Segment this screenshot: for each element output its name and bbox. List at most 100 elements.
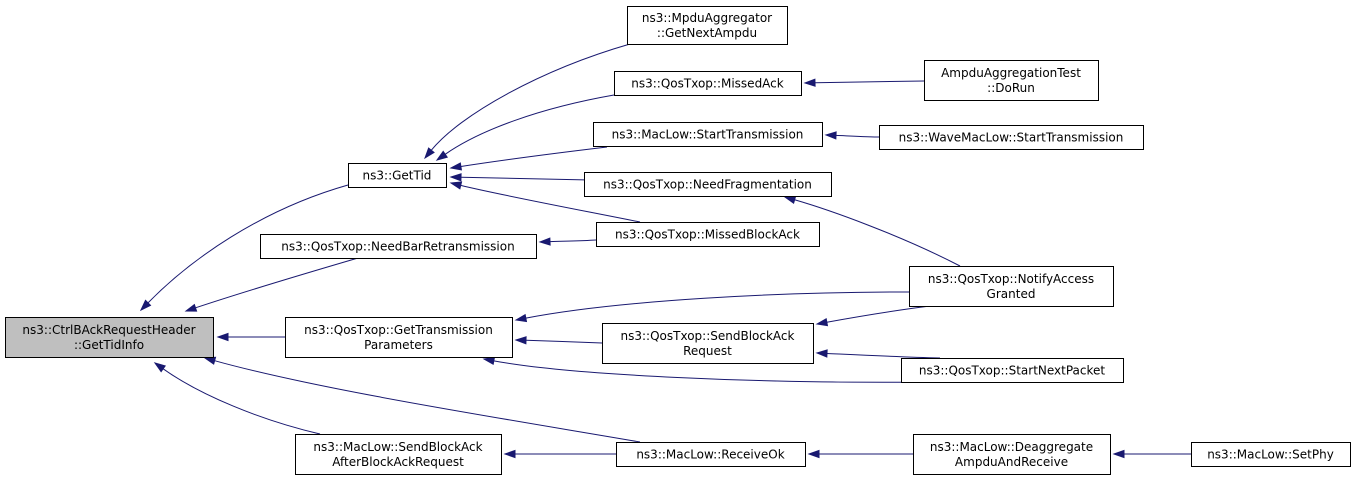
- node-label: ns3::QosTxop::NeedBarRetransmission: [281, 240, 514, 254]
- node-box: [348, 163, 447, 188]
- node-ampdutest[interactable]: AmpduAggregationTest::DoRun: [924, 60, 1099, 101]
- arrowhead-icon: [514, 336, 527, 345]
- node-missedblockack[interactable]: ns3::QosTxop::MissedBlockAck: [596, 222, 820, 247]
- node-box: [924, 60, 1099, 101]
- edge-line: [460, 146, 608, 167]
- edge-line: [493, 360, 936, 383]
- node-setphy[interactable]: ns3::MacLow::SetPhy: [1191, 442, 1351, 467]
- node-box: [909, 266, 1114, 307]
- node-root[interactable]: ns3::CtrlBAckRequestHeader::GetTidInfo: [5, 317, 214, 358]
- node-label: ns3::WaveMacLow::StartTransmission: [899, 131, 1124, 145]
- node-label: ::GetNextAmpdu: [657, 26, 757, 40]
- node-box: [879, 125, 1144, 150]
- edge-deaggregate-to-receiveok: [807, 449, 914, 459]
- arrowhead-icon: [435, 150, 449, 161]
- node-label: ns3::MacLow::Deaggregate: [930, 440, 1093, 454]
- arrowhead-icon: [803, 78, 816, 87]
- edge-notifyaccess-to-needfrag: [783, 195, 961, 267]
- edge-missedblockack-to-gettid: [449, 181, 641, 223]
- node-label: ::GetTidInfo: [74, 338, 144, 352]
- node-label: Parameters: [364, 338, 433, 352]
- edge-receiveok-to-root: [203, 356, 641, 443]
- arrowhead-icon: [815, 349, 828, 358]
- node-box: [5, 317, 214, 358]
- node-wavestarttx[interactable]: ns3::WaveMacLow::StartTransmission: [879, 125, 1144, 150]
- node-startnext[interactable]: ns3::QosTxop::StartNextPacket: [901, 358, 1124, 383]
- edge-setphy-to-deaggregate: [1112, 449, 1192, 459]
- node-label: AfterBlockAckRequest: [332, 455, 464, 469]
- edge-gettid-to-root: [139, 184, 349, 312]
- arrowhead-icon: [203, 356, 217, 365]
- edge-ampdutest-to-missedack: [803, 78, 925, 87]
- node-missedack[interactable]: ns3::QosTxop::MissedAck: [614, 71, 802, 96]
- node-box: [602, 323, 814, 364]
- arrowhead-icon: [538, 237, 551, 246]
- edge-sendbareq-to-gettxparams: [514, 336, 603, 345]
- node-label: ns3::QosTxop::NeedFragmentation: [603, 178, 812, 192]
- node-label: ns3::MacLow::StartTransmission: [612, 128, 804, 142]
- node-label: AmpduAndReceive: [955, 455, 1068, 469]
- node-receiveok[interactable]: ns3::MacLow::ReceiveOk: [616, 442, 806, 467]
- node-box: [627, 6, 788, 45]
- node-box: [285, 317, 513, 358]
- edge-line: [430, 43, 631, 151]
- edge-line: [525, 339, 603, 344]
- node-label: AmpduAggregationTest: [941, 66, 1081, 80]
- arrowhead-icon: [449, 181, 463, 190]
- edge-line: [444, 94, 615, 155]
- edge-notifyaccess-to-sendbareq: [815, 305, 931, 327]
- node-label: ns3::QosTxop::GetTransmission: [304, 323, 493, 337]
- arrowhead-icon: [514, 313, 528, 323]
- edge-line: [214, 360, 641, 443]
- node-gettid[interactable]: ns3::GetTid: [348, 163, 447, 188]
- node-label: ns3::QosTxop::NotifyAccess: [928, 272, 1094, 286]
- node-label: ns3::GetTid: [363, 169, 432, 183]
- edge-line: [794, 199, 961, 267]
- node-box: [295, 434, 502, 475]
- edge-line: [460, 176, 591, 181]
- edge-missedack-to-gettid: [435, 94, 615, 161]
- node-label: ns3::MacLow::ReceiveOk: [636, 448, 784, 462]
- node-sendbaafter[interactable]: ns3::MacLow::SendBlockAckAfterBlockAckRe…: [295, 434, 502, 475]
- edge-line: [162, 368, 321, 435]
- node-box: [260, 234, 537, 259]
- edge-missedblockack-to-needbar: [538, 237, 597, 246]
- arrowhead-icon: [424, 147, 435, 160]
- node-box: [596, 222, 820, 247]
- nodes-layer: ns3::CtrlBAckRequestHeader::GetTidInfons…: [5, 6, 1351, 475]
- node-needfrag[interactable]: ns3::QosTxop::NeedFragmentation: [584, 172, 832, 197]
- node-label: ::DoRun: [987, 81, 1035, 95]
- edge-line: [525, 291, 910, 319]
- node-label: ns3::MacLow::SetPhy: [1207, 448, 1334, 462]
- node-label: Request: [683, 344, 732, 358]
- node-box: [1191, 442, 1351, 467]
- node-needbar[interactable]: ns3::QosTxop::NeedBarRetransmission: [260, 234, 537, 259]
- node-label: ns3::QosTxop::StartNextPacket: [919, 364, 1106, 378]
- edge-receiveok-to-sendbaafter: [503, 449, 617, 459]
- edge-starttx-to-gettid: [449, 146, 608, 171]
- node-starttx[interactable]: ns3::MacLow::StartTransmission: [593, 122, 823, 147]
- edge-startnext-to-sendbareq: [815, 349, 941, 359]
- edge-wavestarttx-to-starttx: [824, 131, 880, 140]
- node-label: Granted: [987, 287, 1036, 301]
- node-label: ns3::QosTxop::SendBlockAck: [621, 329, 795, 343]
- node-label: ns3::CtrlBAckRequestHeader: [22, 323, 195, 337]
- edge-mpduagg-to-gettid: [424, 43, 631, 160]
- node-box: [913, 434, 1111, 475]
- arrowhead-icon: [815, 317, 829, 327]
- edge-startnext-to-gettxparams: [482, 356, 936, 383]
- node-mpduagg[interactable]: ns3::MpduAggregator::GetNextAmpdu: [627, 6, 788, 45]
- edge-notifyaccess-to-gettxparams: [514, 291, 910, 323]
- node-label: ns3::MpduAggregator: [642, 11, 772, 25]
- node-label: ns3::MacLow::SendBlockAck: [313, 440, 482, 454]
- edge-line: [835, 134, 880, 138]
- edge-line: [147, 184, 349, 304]
- edge-line: [460, 184, 641, 223]
- arrowhead-icon: [503, 449, 516, 459]
- arrowhead-icon: [482, 356, 496, 366]
